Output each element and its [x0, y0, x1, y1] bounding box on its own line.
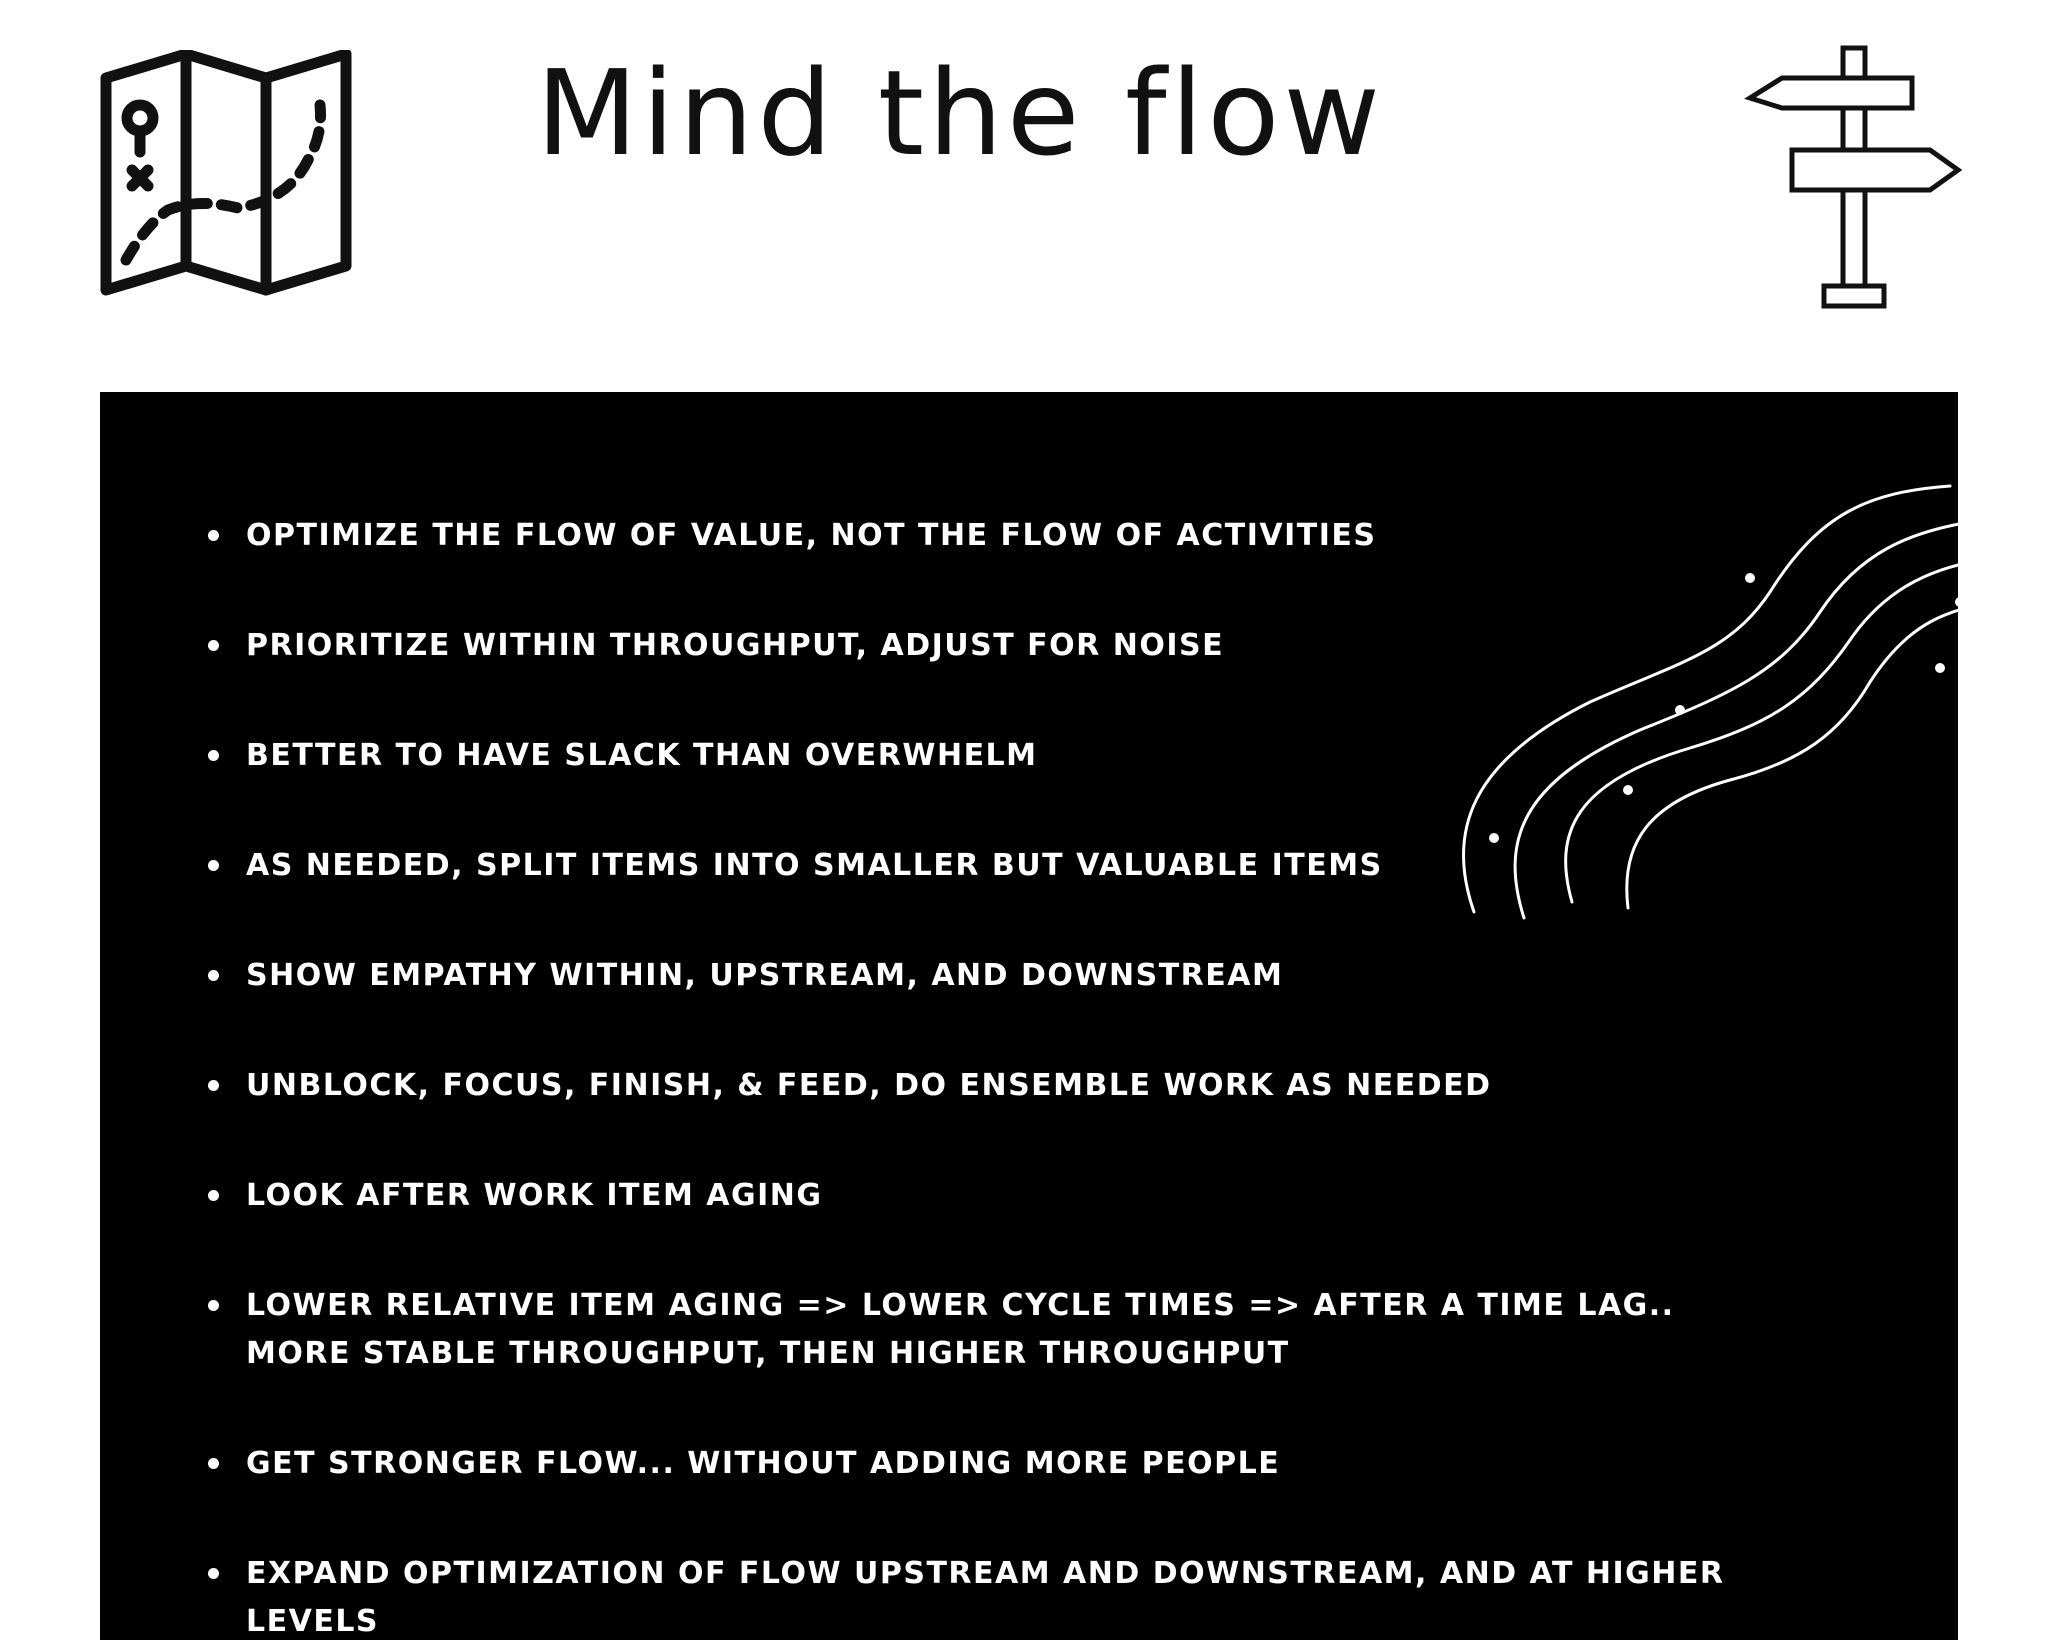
- list-item: UNBLOCK, FOCUS, FINISH, & FEED, DO ENSEM…: [100, 1062, 1740, 1110]
- bullet-dot: [208, 1458, 219, 1469]
- list-item: LOWER RELATIVE ITEM AGING => LOWER CYCLE…: [100, 1282, 1740, 1378]
- bullet-dot: [208, 1190, 219, 1201]
- bullet-dot: [208, 970, 219, 981]
- list-item: EXPAND OPTIMIZATION OF FLOW UPSTREAM AND…: [100, 1550, 1740, 1640]
- bullet-dot: [208, 640, 219, 651]
- list-item-text: SHOW EMPATHY WITHIN, UPSTREAM, AND DOWNS…: [246, 958, 1284, 993]
- list-item: SHOW EMPATHY WITHIN, UPSTREAM, AND DOWNS…: [100, 952, 1740, 1000]
- bullet-dot: [208, 1300, 219, 1311]
- list-item-text: EXPAND OPTIMIZATION OF FLOW UPSTREAM AND…: [246, 1556, 1725, 1639]
- list-item: PRIORITIZE WITHIN THROUGHPUT, ADJUST FOR…: [100, 622, 1740, 670]
- bullet-dot: [208, 1568, 219, 1579]
- list-item-text: AS NEEDED, SPLIT ITEMS INTO SMALLER BUT …: [246, 848, 1383, 883]
- wavy-lines-icon: [1462, 484, 1996, 920]
- list-item-text: UNBLOCK, FOCUS, FINISH, & FEED, DO ENSEM…: [246, 1068, 1492, 1103]
- list-item: GET STRONGER FLOW... WITHOUT ADDING MORE…: [100, 1440, 1740, 1488]
- signpost-icon: [1744, 45, 1962, 309]
- list-item-text: GET STRONGER FLOW... WITHOUT ADDING MORE…: [246, 1446, 1281, 1481]
- list-item-text: OPTIMIZE THE FLOW OF VALUE, NOT THE FLOW…: [246, 518, 1377, 553]
- bullet-dot: [208, 1080, 219, 1091]
- principles-list: OPTIMIZE THE FLOW OF VALUE, NOT THE FLOW…: [100, 512, 1740, 1640]
- folded-map-icon: [100, 50, 352, 296]
- list-item-text: BETTER TO HAVE SLACK THAN OVERWHELM: [246, 738, 1038, 773]
- page-title: Mind the flow: [536, 44, 1384, 182]
- list-item-text: PRIORITIZE WITHIN THROUGHPUT, ADJUST FOR…: [246, 628, 1225, 663]
- list-item: BETTER TO HAVE SLACK THAN OVERWHELM: [100, 732, 1740, 780]
- list-item: OPTIMIZE THE FLOW OF VALUE, NOT THE FLOW…: [100, 512, 1740, 560]
- bullet-dot: [208, 530, 219, 541]
- bullet-dot: [208, 750, 219, 761]
- content-board: OPTIMIZE THE FLOW OF VALUE, NOT THE FLOW…: [100, 392, 1996, 1640]
- list-item: AS NEEDED, SPLIT ITEMS INTO SMALLER BUT …: [100, 842, 1740, 890]
- bullet-dot: [208, 860, 219, 871]
- list-item-text: LOOK AFTER WORK ITEM AGING: [246, 1178, 823, 1213]
- list-item-text: LOWER RELATIVE ITEM AGING => LOWER CYCLE…: [246, 1288, 1675, 1371]
- list-item: LOOK AFTER WORK ITEM AGING: [100, 1172, 1740, 1220]
